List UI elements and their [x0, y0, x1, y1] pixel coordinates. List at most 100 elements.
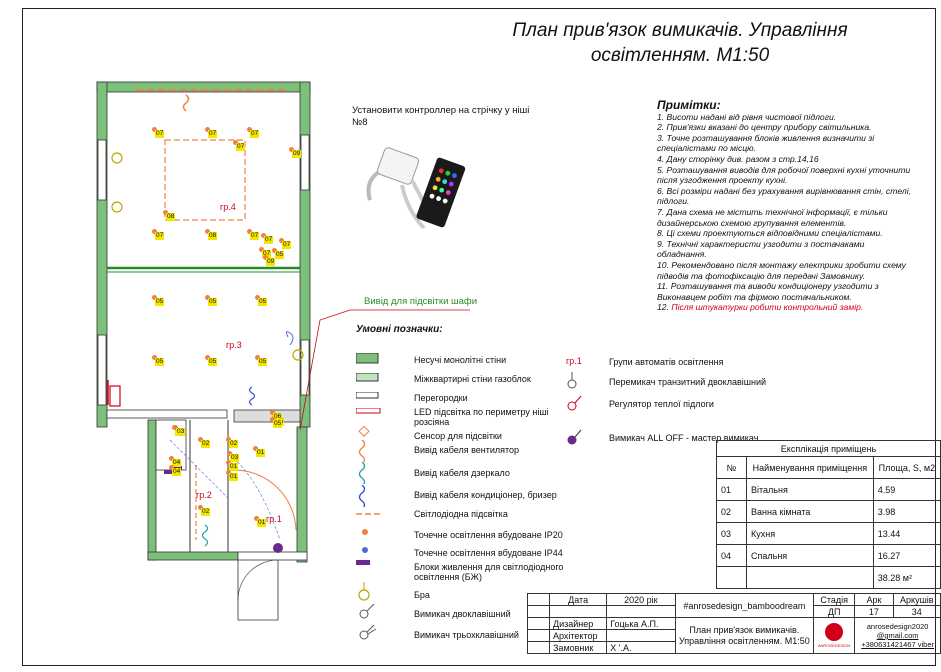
fixture-code-tag: 07: [155, 130, 165, 138]
wall-bath-left: [147, 419, 157, 561]
fixture-code-tag: 02: [201, 440, 211, 448]
cell: 04: [716, 544, 747, 567]
legend-item: Блоки живлення для світлодіодного освітл…: [414, 562, 564, 582]
cell: Ванна кімната: [746, 500, 874, 523]
fixture-code-tag: 04: [172, 468, 182, 476]
fixture-code-tag: 08: [208, 232, 218, 240]
gasblock-wall-icon: [356, 373, 379, 382]
master-switch-icon: [567, 429, 582, 445]
note-item: 11. Розташування та виводи кондиціонеру …: [657, 281, 879, 302]
spotlight-icon: [152, 355, 157, 360]
spotlight-icon: [253, 446, 258, 451]
stamp-sheet-title: План прив'язок вимикачів. Управління осв…: [674, 617, 815, 654]
table-caption: Експлікація приміщень: [716, 440, 941, 457]
fixture-code-tag: 09: [292, 150, 302, 158]
spotlight-ip44-icon: [362, 547, 368, 553]
stamp-label: Архітектор: [548, 629, 608, 642]
cell: 03: [716, 522, 747, 545]
spotlight-icon: [205, 229, 210, 234]
stamp-value: Гоцька А.П.: [606, 617, 676, 630]
sconce-icon: [358, 582, 370, 601]
spotlight-icon: [270, 417, 275, 422]
fixture-code-tag: 07: [250, 130, 260, 138]
cell: Вітальня: [746, 478, 874, 501]
table-header: №: [716, 456, 747, 479]
table-header: Площа, S, м2: [872, 456, 941, 479]
cell: 02: [716, 500, 747, 523]
fixture-code-tag: 01: [229, 463, 239, 471]
cell: 01: [716, 478, 747, 501]
note-item: 1. Висоти надані від рівня чистової підл…: [657, 111, 837, 122]
fixture-code-tag: 07: [262, 250, 272, 258]
total-area: 38.28 м²: [872, 566, 941, 589]
legend-item: Вивід кабеля дзеркало: [414, 468, 510, 478]
fixture-code-tag: 07: [155, 232, 165, 240]
spotlight-icon: [152, 295, 157, 300]
note-item: 2. Прив'язки вказані до центру прибору с…: [657, 122, 872, 133]
fixture-code-tag: 07: [236, 143, 246, 151]
triple-switch-icon: [359, 625, 377, 640]
spotlight-icon: [173, 425, 178, 430]
double-switch-icon: [359, 604, 375, 619]
room-label: гр.3: [226, 340, 242, 350]
spotlight-icon: [255, 355, 260, 360]
sensor-icon: [358, 426, 370, 437]
fixture-code-tag: 02: [229, 440, 239, 448]
fixture-code-tag: 05: [155, 358, 165, 366]
spotlight-icon: [261, 233, 266, 238]
fan-cable-icon: [358, 440, 366, 462]
stamp-label: Дизайнер: [548, 617, 608, 630]
group-code-sample: гр.1: [566, 356, 582, 366]
legend-item: Вивід кабеля кондиціонер, бризер: [414, 490, 557, 500]
transit-switch-icon: [567, 372, 577, 389]
legend-item: Точечне освітлення вбудоване IP20: [414, 530, 563, 540]
note-item: 6. Всі розміри надані без урахування вир…: [657, 185, 912, 207]
spotlight-icon: [226, 437, 231, 442]
spotlight-icon: [163, 210, 168, 215]
spotlight-icon: [233, 140, 238, 145]
fixture-code-tag: 05: [273, 420, 283, 428]
spotlight-icon: [247, 127, 252, 132]
legend-item: Перемикач транзитний двоклавішний: [609, 377, 766, 387]
note-red-text: Після штукатурки робити контрольний замі…: [671, 302, 864, 313]
note-item: 4. Дану сторінку див. разом з стр.14,16: [657, 153, 819, 164]
cell: Спальня: [746, 544, 874, 567]
spotlight-icon: [205, 355, 210, 360]
cell: 3.98: [872, 500, 941, 523]
stamp-label: Аркушів: [892, 593, 941, 606]
contact-line: anrosedesign2020: [866, 622, 929, 631]
fixture-code-tag: 03: [230, 454, 240, 462]
led-niche-icon: [356, 408, 381, 414]
note-item: 3. Точне розташування блоків живлення ви…: [657, 132, 875, 154]
legend-item: Несучі монолітні стіни: [414, 355, 507, 365]
fixture-code-tag: 05: [155, 298, 165, 306]
fixture-code-tag: 01: [256, 449, 266, 457]
legend-item: Світлодіодна підсвітка: [414, 509, 508, 519]
contact-line: @gmail.com: [876, 631, 919, 640]
legend-item: Міжквартирні стіни газоблок: [414, 374, 531, 384]
ac-cable-icon: [358, 485, 366, 507]
stamp-label: Арк: [854, 593, 894, 606]
spotlight-icon: [289, 147, 294, 152]
stamp-value: 17: [854, 605, 894, 618]
fixture-code-tag: 09: [266, 258, 276, 266]
fixture-code-tag: 01: [257, 519, 267, 527]
spotlight-ip20-icon: [362, 529, 368, 535]
fixture-code-tag: 07: [208, 130, 218, 138]
note-number: 12.: [657, 302, 672, 313]
fixture-code-tag: 01: [229, 473, 239, 481]
spotlight-icon: [198, 437, 203, 442]
fixture-code-tag: 08: [166, 213, 176, 221]
spotlight-icon: [254, 516, 259, 521]
legend-item: Групи автоматів освітлення: [609, 357, 724, 367]
drawing-frame: [22, 8, 936, 666]
stamp-contacts: anrosedesign2020 @gmail.com +38063142146…: [854, 617, 941, 654]
fixture-code-tag: 06: [273, 413, 283, 421]
fixture-code-tag: 07: [264, 236, 274, 244]
controller-note: Установити контроллер на стрічку у ніші …: [352, 105, 530, 128]
led-strip-icon: [356, 513, 382, 515]
fixture-code-tag: 05: [208, 358, 218, 366]
legend-item: Сенсор для підсвітки: [414, 431, 502, 441]
